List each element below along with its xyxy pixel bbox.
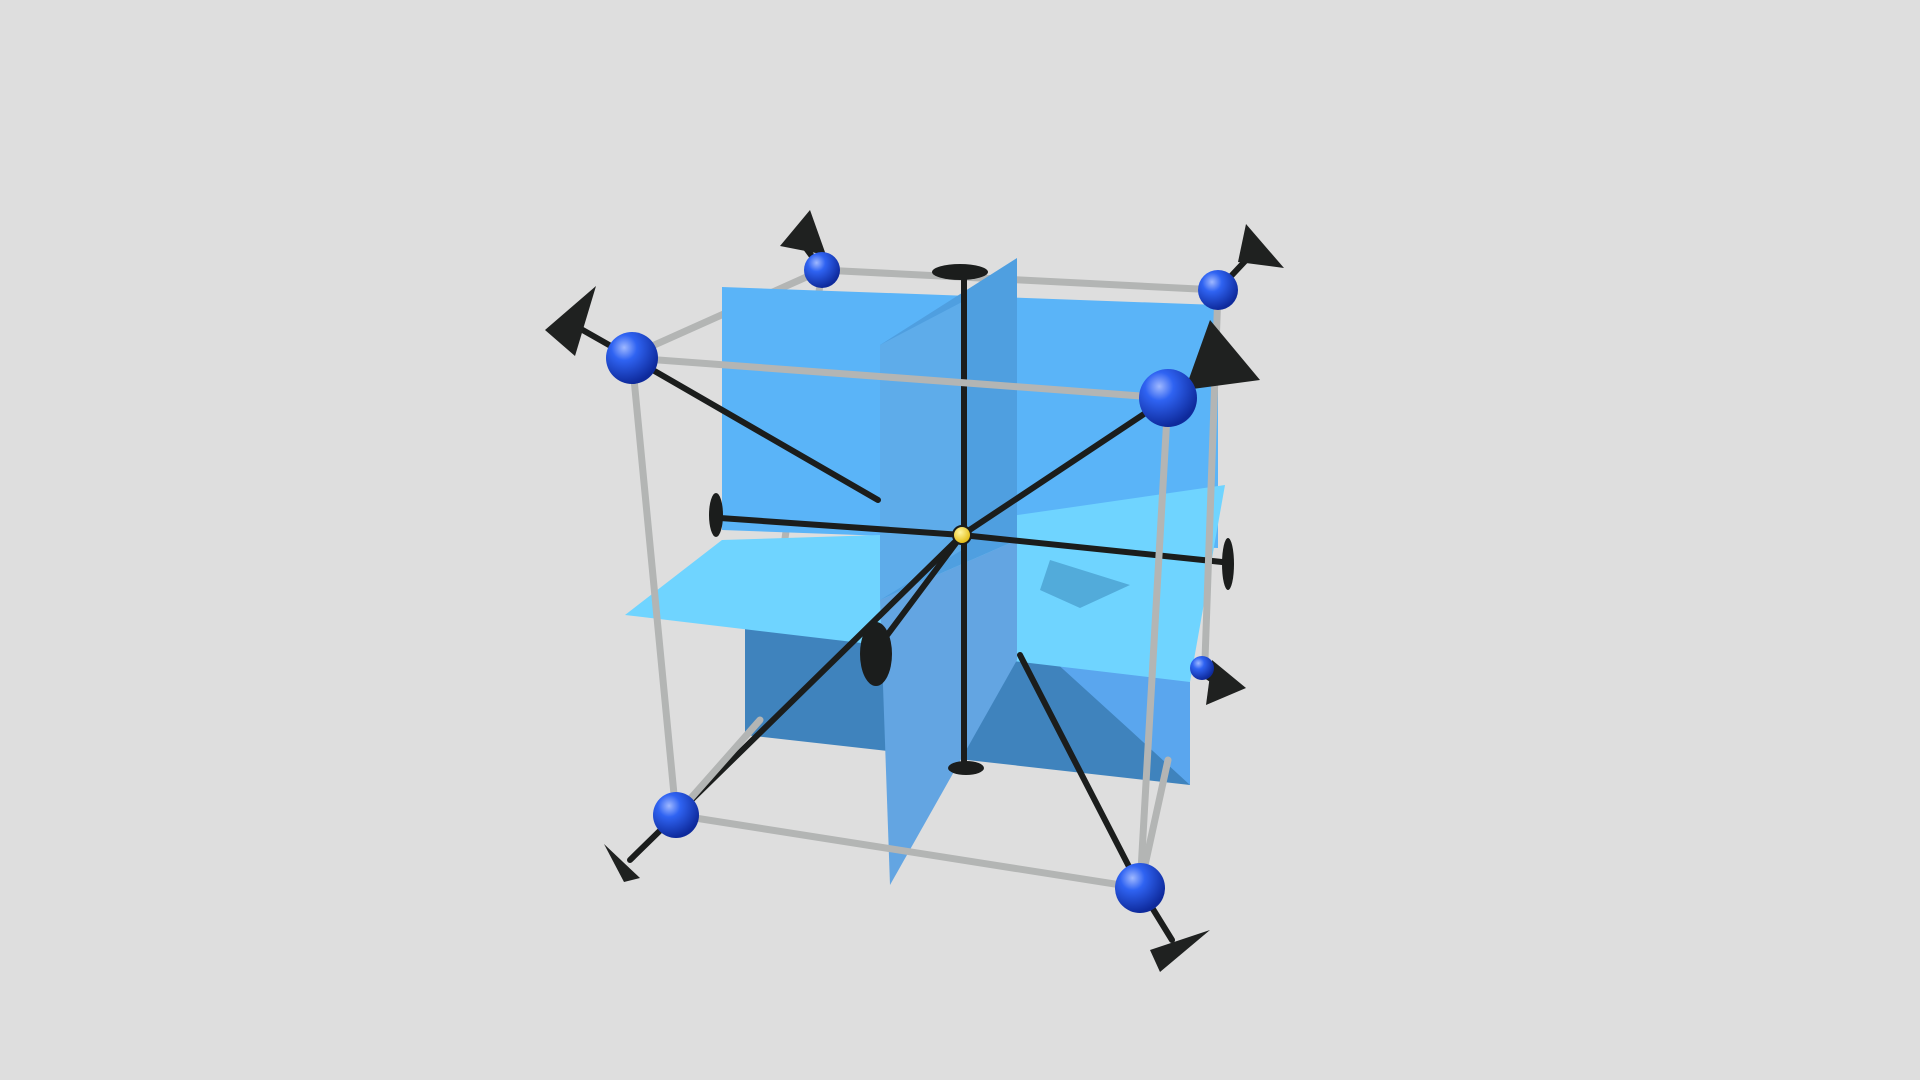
cube-edge	[628, 354, 680, 819]
fourfold-axis-x-right	[959, 532, 1225, 565]
triangle-axis-marker-icon	[1206, 660, 1246, 705]
fourfold-axis-x-left	[717, 515, 965, 538]
mirror-plane-diagonal-lower	[880, 540, 1017, 885]
atom[interactable]	[1190, 656, 1214, 680]
triangle-axis-marker-icon	[545, 286, 596, 356]
cube-edge	[628, 354, 1172, 402]
fourfold-axis-y	[873, 532, 965, 653]
square-axis-marker-icon	[932, 264, 988, 280]
atom[interactable]	[804, 252, 840, 288]
triangle-axis-marker-icon	[780, 210, 826, 255]
cube-front-edges	[628, 286, 1222, 892]
square-axis-marker-icon	[709, 493, 723, 537]
threefold-markers	[545, 210, 1284, 972]
threefold-axis-3	[673, 532, 965, 818]
mirror-plane-xy-shadow	[1040, 560, 1130, 608]
atom[interactable]	[1198, 270, 1238, 310]
triangle-axis-marker-icon	[604, 844, 640, 882]
square-axis-marker-icon	[1222, 538, 1234, 590]
atom[interactable]	[1115, 863, 1165, 913]
inversion-center-icon	[952, 525, 972, 545]
cube-edge	[818, 266, 1222, 294]
triangle-axis-marker-icon	[1238, 224, 1284, 268]
cube-edge	[672, 811, 1144, 892]
atoms	[606, 252, 1238, 913]
threefold-axis-2	[959, 395, 1171, 538]
triangle-axis-marker-icon	[1150, 930, 1210, 972]
square-axis-marker-icon	[948, 761, 984, 775]
threefold-axis-4	[1017, 652, 1143, 891]
atom[interactable]	[1139, 369, 1197, 427]
atom[interactable]	[653, 792, 699, 838]
atom[interactable]	[606, 332, 658, 384]
cube-edge	[1136, 394, 1172, 892]
axes-front	[629, 277, 1225, 891]
mirror-plane-diagonal	[880, 258, 1017, 885]
threefold-axis-1	[629, 355, 881, 503]
triangle-axis-marker-icon	[1185, 320, 1260, 390]
square-axis-marker-icon	[860, 622, 892, 686]
fourfold-markers	[709, 264, 1234, 775]
